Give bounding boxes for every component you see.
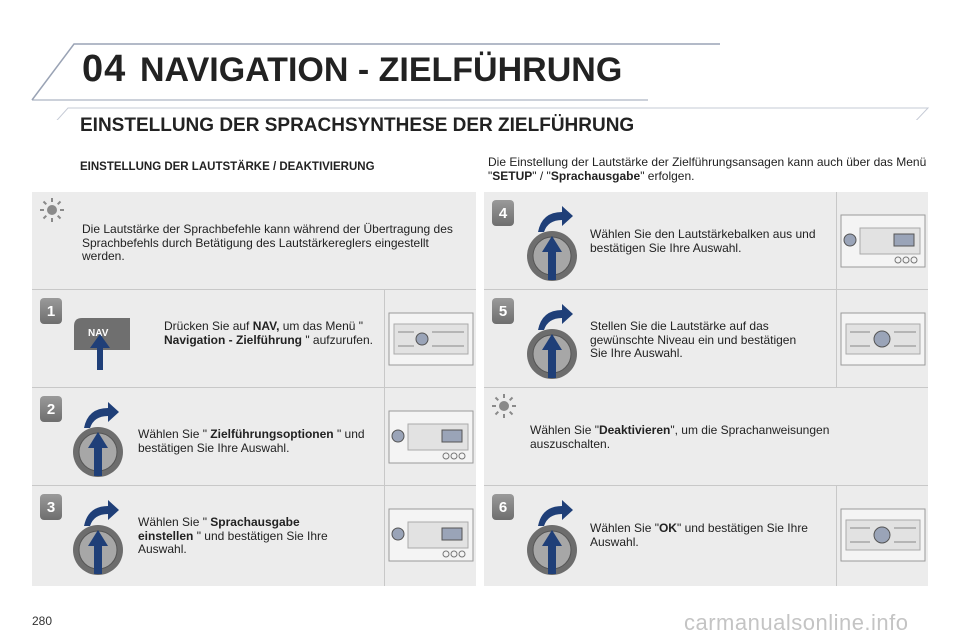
rotate-arrow-icon <box>538 500 573 526</box>
page-number: 280 <box>32 614 53 628</box>
control-knob-icon <box>73 525 123 575</box>
control-knob-icon <box>527 525 577 575</box>
section-title: EINSTELLUNG DER SPRACHSYNTHESE DER ZIELF… <box>80 115 635 136</box>
step-3-text-a: Wählen Sie " <box>138 515 211 529</box>
step-6-text: Wählen Sie "OK" und bestätigen Sie Ihre … <box>590 521 815 549</box>
step-1-text: Drücken Sie auf NAV, um das Menü " Navig… <box>164 319 374 347</box>
rotate-arrow-icon <box>84 500 119 526</box>
step-2-text-a: Wählen Sie " <box>138 427 211 441</box>
radio-unit-icon <box>388 410 474 464</box>
step-6-text-ok: OK <box>658 521 677 535</box>
step-4-text: Wählen Sie den Lautstärkebalken aus und … <box>590 227 816 255</box>
info-note-menu-setup: SETUP <box>492 169 533 183</box>
step-6-badge: 6 <box>492 494 514 520</box>
nav-button-icon: NAV <box>74 318 130 350</box>
step-2-row: 2 Wählen Sie " Zielführungsoptionen " un… <box>32 388 476 486</box>
lightbulb-tip-icon <box>492 394 516 418</box>
step-2-text: Wählen Sie " Zielführungsoptionen " und … <box>138 427 368 455</box>
step-3-screenshot-cell <box>384 486 476 586</box>
step-6-text-a: Wählen Sie " <box>590 521 659 535</box>
header-frame <box>31 43 930 120</box>
right-tip-text-a: Wählen Sie " <box>530 423 599 437</box>
radio-unit-icon <box>840 312 926 366</box>
radio-unit-icon <box>388 312 474 366</box>
step-3-badge: 3 <box>40 494 62 520</box>
info-note: Die Einstellung der Lautstärke der Zielf… <box>488 155 928 183</box>
rotate-arrow-icon <box>538 206 573 232</box>
info-note-separator: " / " <box>532 169 551 183</box>
right-tip-text: Wählen Sie "Deaktivieren", um die Sprach… <box>530 423 910 451</box>
step-2-text-b: " und bestätigen Sie Ihre Auswahl. <box>138 427 365 455</box>
step-1-badge: 1 <box>40 298 62 324</box>
lightbulb-tip-icon <box>40 198 64 222</box>
step-5-screenshot-cell <box>836 290 928 387</box>
step-6-text-b: " und bestätigen Sie Ihre Auswahl. <box>590 521 808 549</box>
subsection-title: EINSTELLUNG DER LAUTSTÄRKE / DEAKTIVIERU… <box>80 161 375 173</box>
step-1-text-c: " aufzurufen. <box>302 332 373 347</box>
radio-unit-icon <box>388 508 474 562</box>
radio-unit-icon <box>840 508 926 562</box>
step-1-text-a: Drücken Sie auf <box>164 319 253 333</box>
step-1-screenshot-cell <box>384 290 476 387</box>
rotate-arrow-icon <box>84 402 119 428</box>
right-tip-text-option: Deaktivieren <box>598 423 671 437</box>
step-4-row: 4 Wählen Sie den Lautstärkebalken aus un… <box>484 192 928 290</box>
control-knob-icon <box>527 329 577 379</box>
step-6-row: 6 Wählen Sie "OK" und bestätigen Sie Ihr… <box>484 486 928 586</box>
left-tip-row: Die Lautstärke der Sprachbefehle kann wä… <box>32 192 476 290</box>
step-6-screenshot-cell <box>836 486 928 586</box>
radio-unit-icon <box>840 214 926 268</box>
right-tip-text-b: ", um die Sprachanweisungen auszuschalte… <box>530 423 830 451</box>
step-1-row: 1 NAV Drücken Sie auf NAV, um das Menü "… <box>32 290 476 388</box>
press-arrow-icon <box>90 334 110 370</box>
step-3-text-b: " und bestätigen Sie Ihre Auswahl. <box>138 528 328 556</box>
chapter-number: 04 <box>82 48 127 90</box>
chapter-title: NAVIGATION - ZIELFÜHRUNG <box>140 51 623 89</box>
step-1-text-b: um das Menü " <box>279 319 364 333</box>
step-3-text-menu: Sprachausgabe einstellen <box>138 515 300 543</box>
left-tip-text: Die Lautstärke der Sprachbefehle kann wä… <box>82 222 453 263</box>
right-tip-row: Wählen Sie "Deaktivieren", um die Sprach… <box>484 388 928 486</box>
step-4-badge: 4 <box>492 200 514 226</box>
step-1-text-menu: Navigation - Zielführung <box>164 332 302 347</box>
watermark: carmanualsonline.info <box>684 610 909 635</box>
step-5-badge: 5 <box>492 298 514 324</box>
step-2-screenshot-cell <box>384 388 476 485</box>
control-knob-icon <box>73 427 123 477</box>
nav-button-label: NAV <box>88 328 109 339</box>
step-5-row: 5 Stellen Sie die Lautstärke auf das gew… <box>484 290 928 388</box>
rotate-arrow-icon <box>538 304 573 330</box>
step-3-row: 3 Wählen Sie " Sprachausgabe einstellen … <box>32 486 476 586</box>
step-4-screenshot-cell <box>836 192 928 289</box>
info-note-end: " erfolgen. <box>640 169 695 183</box>
step-1-text-nav: NAV, <box>252 319 280 333</box>
left-steps-panel: Die Lautstärke der Sprachbefehle kann wä… <box>32 192 476 586</box>
step-5-text: Stellen Sie die Lautstärke auf das gewün… <box>590 319 797 360</box>
step-2-badge: 2 <box>40 396 62 422</box>
control-knob-icon <box>527 231 577 281</box>
right-steps-panel: 4 Wählen Sie den Lautstärkebalken aus un… <box>484 192 928 586</box>
step-2-text-menu: Zielführungsoptionen <box>210 427 334 441</box>
info-note-text: Die Einstellung der Lautstärke der Zielf… <box>488 155 927 183</box>
step-3-text: Wählen Sie " Sprachausgabe einstellen " … <box>138 515 353 557</box>
info-note-menu-sprachausgabe: Sprachausgabe <box>550 169 641 183</box>
